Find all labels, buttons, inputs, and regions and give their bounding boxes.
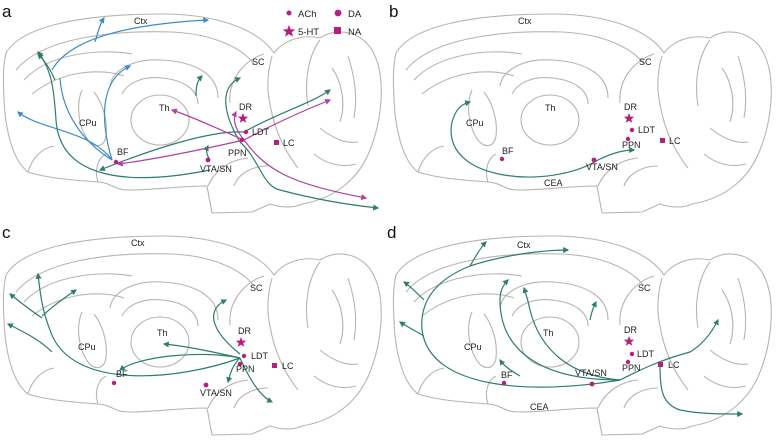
panel-c-ppn-label: PPN — [236, 364, 255, 374]
panel-b-bf-marker — [499, 156, 505, 162]
panel-a-sc-label: SC — [252, 57, 265, 67]
panel-a-vta-marker — [205, 157, 211, 163]
panel-b-letter: b — [389, 2, 398, 21]
legend-ach-marker — [286, 10, 292, 16]
panel-d-lc-label: LC — [668, 360, 680, 370]
panel-a-ldt-marker — [243, 129, 249, 135]
panel-b-ldt-label: LDT — [638, 125, 656, 135]
panel-d-dr-marker — [623, 336, 635, 346]
panel-d: d Ctx SC Th CPu BF DR LDT PPN LC VTA/SN … — [387, 223, 772, 436]
panel-a-ctx-label: Ctx — [134, 16, 148, 26]
legend: ACh DA 5-HT NA — [282, 9, 362, 38]
panel-b-brain-outline — [392, 13, 772, 214]
panel-b-sc-label: SC — [639, 57, 652, 67]
legend-ach-label: ACh — [298, 9, 316, 20]
panel-b-dr-marker — [623, 113, 635, 123]
panel-c-ctx-label: Ctx — [131, 238, 145, 248]
panel-b-lc-marker — [660, 138, 665, 143]
panel-d-vta-marker — [589, 381, 595, 387]
panel-a-brain-outline — [2, 13, 382, 214]
panel-a-lc-label: LC — [283, 138, 295, 148]
panel-c-brain-outline — [2, 235, 382, 436]
panel-d-bf-label: BF — [501, 370, 513, 380]
panel-d-lc-marker — [658, 362, 663, 367]
panel-a-ppn-marker — [239, 137, 245, 143]
panel-b-ppn-marker — [625, 136, 631, 142]
panel-d-vta-label: VTA/SN — [575, 368, 607, 378]
panel-d-letter: d — [387, 223, 396, 242]
legend-da-marker — [334, 9, 342, 17]
panel-c-ldt-marker — [241, 353, 247, 359]
panel-a-ldt-label: LDT — [252, 127, 270, 137]
panel-d-ctx-label: Ctx — [517, 240, 531, 250]
panel-a: a Ctx — [2, 2, 382, 214]
panel-d-ppn-marker — [625, 359, 631, 365]
panel-d-th-label: Th — [543, 328, 554, 338]
panel-d-ldt-marker — [629, 351, 635, 357]
panel-a-dr-marker — [237, 113, 249, 123]
panel-d-ldt-label: LDT — [637, 349, 655, 359]
panel-c-th-label: Th — [157, 328, 168, 338]
panel-b-th-label: Th — [545, 103, 556, 113]
panel-d-dr-label: DR — [624, 325, 637, 335]
panel-b-cpu-label: CPu — [466, 118, 484, 128]
panel-d-brain-outline — [392, 235, 772, 436]
panel-c-vta-marker — [203, 382, 209, 388]
panel-a-bf-label: BF — [117, 147, 129, 157]
panel-c-arrows — [6, 272, 274, 403]
panel-b-arrows — [450, 100, 636, 178]
panel-c-sc-label: SC — [250, 283, 263, 293]
panel-c-dr-label: DR — [238, 326, 251, 336]
panel-d-arrows — [399, 241, 744, 417]
panel-b-vta-label: VTA/SN — [586, 162, 618, 172]
panel-a-cpu-label: CPu — [79, 118, 97, 128]
panel-a-lc-marker — [274, 140, 279, 145]
panel-d-sc-label: SC — [638, 283, 651, 293]
panel-b: b Ctx SC Th CPu BF DR LDT PPN LC VTA/SN … — [389, 2, 772, 214]
panel-a-arrows — [17, 17, 380, 211]
panel-a-ppn-label: PPN — [228, 148, 247, 158]
panel-d-bf-marker — [501, 380, 507, 386]
panel-c-dr-marker — [235, 337, 247, 347]
panel-c-ldt-label: LDT — [251, 351, 269, 361]
panel-c-vta-label: VTA/SN — [200, 388, 232, 398]
panel-a-bf-marker — [113, 159, 119, 165]
panel-c-bf-marker — [111, 380, 117, 386]
panel-b-lc-label: LC — [669, 136, 681, 146]
panel-c-letter: c — [2, 223, 11, 242]
panel-d-ppn-label: PPN — [622, 363, 641, 373]
panel-b-cea-label: CEA — [544, 178, 563, 188]
panel-b-bf-label: BF — [502, 146, 514, 156]
panel-b-ppn-label: PPN — [622, 140, 641, 150]
panel-a-th-label: Th — [159, 103, 170, 113]
panel-a-letter: a — [2, 2, 12, 21]
panel-c-lc-label: LC — [282, 361, 294, 371]
panel-b-ctx-label: Ctx — [518, 16, 532, 26]
panel-a-dr-label: DR — [239, 102, 252, 112]
panel-d-cpu-label: CPu — [464, 342, 482, 352]
panel-c-ppn-marker — [237, 361, 243, 367]
panel-c-cpu-label: CPu — [78, 342, 96, 352]
legend-da-label: DA — [348, 9, 362, 20]
panel-b-dr-label: DR — [624, 102, 637, 112]
panel-d-cea-label: CEA — [530, 402, 549, 412]
panel-a-vta-label: VTA/SN — [200, 164, 232, 174]
panel-b-vta-marker — [591, 157, 597, 163]
panel-b-ldt-marker — [629, 127, 635, 133]
legend-5ht-label: 5-HT — [298, 27, 319, 38]
legend-5ht-marker — [282, 25, 296, 37]
legend-na-label: NA — [348, 27, 362, 38]
legend-na-marker — [334, 27, 341, 34]
panel-c: c Ctx SC Th CPu BF DR LDT PPN LC VTA/SN — [2, 223, 382, 436]
panel-c-bf-label: BF — [116, 369, 128, 379]
panel-c-lc-marker — [272, 363, 277, 368]
